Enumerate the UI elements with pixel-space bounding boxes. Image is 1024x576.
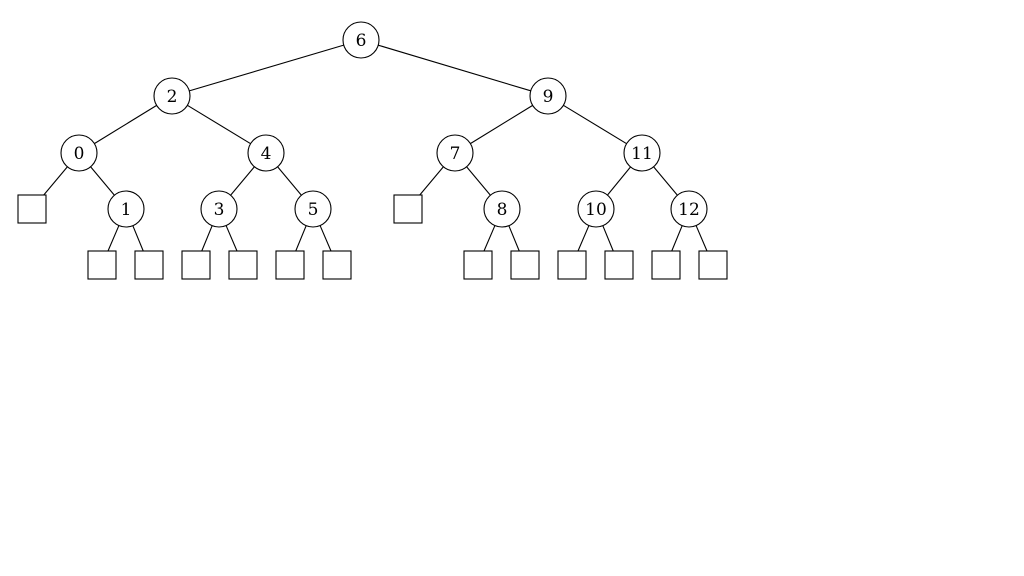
leaf-box bbox=[322, 250, 352, 280]
tree-edge-n2-n4 bbox=[187, 104, 251, 145]
tree-edge-n11-n10 bbox=[607, 166, 631, 196]
leaf-box bbox=[275, 250, 305, 280]
node-circle bbox=[60, 134, 98, 172]
leaf-box bbox=[510, 250, 540, 280]
node-label: 9 bbox=[543, 87, 554, 107]
tree-edge-n10-l10b bbox=[602, 225, 614, 252]
node-label: 11 bbox=[631, 144, 653, 164]
tree-edge-n1-l1a bbox=[107, 225, 120, 252]
leaf-node bbox=[322, 250, 352, 280]
leaf-box bbox=[228, 250, 258, 280]
tree-node-7: 7 bbox=[436, 134, 474, 172]
node-circle bbox=[623, 134, 661, 172]
leaf-box bbox=[698, 250, 728, 280]
node-circle bbox=[107, 190, 145, 228]
tree-node-3: 3 bbox=[200, 190, 238, 228]
tree-edge-n5-l5b bbox=[319, 225, 332, 252]
leaf-box bbox=[134, 250, 164, 280]
tree-edge-n6-n9 bbox=[378, 44, 531, 92]
leaf-node bbox=[87, 250, 117, 280]
leaf-box bbox=[87, 250, 117, 280]
node-circle bbox=[153, 77, 191, 115]
node-circle bbox=[436, 134, 474, 172]
node-label: 1 bbox=[121, 200, 132, 220]
leaf-node bbox=[181, 250, 211, 280]
leaf-box bbox=[463, 250, 493, 280]
tree-node-6: 6 bbox=[342, 21, 380, 59]
node-circle bbox=[529, 77, 567, 115]
tree-edges bbox=[43, 44, 708, 252]
leaf-node bbox=[228, 250, 258, 280]
leaf-node bbox=[275, 250, 305, 280]
node-label: 10 bbox=[585, 200, 607, 220]
tree-edge-n0-l0 bbox=[43, 166, 68, 196]
tree-edge-n0-n1 bbox=[90, 166, 115, 196]
tree-edge-n5-l5a bbox=[295, 225, 307, 252]
leaf-box bbox=[604, 250, 634, 280]
tree-edge-n1-l1b bbox=[132, 225, 144, 252]
leaf-node bbox=[557, 250, 587, 280]
tree-node-11: 11 bbox=[623, 134, 661, 172]
tree-edge-n4-n3 bbox=[230, 166, 255, 196]
node-label: 7 bbox=[450, 144, 461, 164]
node-circle bbox=[247, 134, 285, 172]
tree-node-9: 9 bbox=[529, 77, 567, 115]
node-circle bbox=[577, 190, 615, 228]
tree-edge-n9-n7 bbox=[470, 104, 533, 145]
leaf-node bbox=[651, 250, 681, 280]
leaf-box bbox=[181, 250, 211, 280]
tree-node-1: 1 bbox=[107, 190, 145, 228]
tree-edge-n4-n5 bbox=[277, 166, 302, 196]
tree-node-4: 4 bbox=[247, 134, 285, 172]
leaf-node bbox=[17, 194, 47, 224]
node-circle bbox=[670, 190, 708, 228]
tree-edge-n2-n0 bbox=[94, 104, 157, 145]
tree-node-12: 12 bbox=[670, 190, 708, 228]
leaf-box bbox=[17, 194, 47, 224]
leaf-node bbox=[393, 194, 423, 224]
node-circle bbox=[200, 190, 238, 228]
leaf-box bbox=[393, 194, 423, 224]
node-label: 2 bbox=[167, 87, 178, 107]
node-circle bbox=[342, 21, 380, 59]
tree-node-2: 2 bbox=[153, 77, 191, 115]
tree-edge-n3-l3a bbox=[201, 225, 213, 252]
node-label: 4 bbox=[261, 144, 272, 164]
leaf-node bbox=[463, 250, 493, 280]
node-circle bbox=[483, 190, 521, 228]
tree-edge-n6-n2 bbox=[189, 44, 344, 92]
tree-edge-n10-l10a bbox=[577, 225, 590, 252]
node-label: 0 bbox=[74, 144, 85, 164]
leaf-box bbox=[651, 250, 681, 280]
leaf-node bbox=[510, 250, 540, 280]
tree-node-5: 5 bbox=[294, 190, 332, 228]
tree-edge-n8-l8b bbox=[508, 225, 520, 252]
tree-edge-n12-l12a bbox=[671, 225, 683, 252]
tree-edge-n9-n11 bbox=[563, 104, 627, 145]
node-circle bbox=[294, 190, 332, 228]
leaf-node bbox=[134, 250, 164, 280]
tree-edge-n3-l3b bbox=[225, 225, 238, 252]
leaf-node bbox=[698, 250, 728, 280]
tree-node-10: 10 bbox=[577, 190, 615, 228]
tree-edge-n8-l8a bbox=[483, 225, 496, 252]
tree-edge-n12-l12b bbox=[695, 225, 708, 252]
node-label: 3 bbox=[214, 200, 225, 220]
node-label: 12 bbox=[678, 200, 700, 220]
tree-edge-n7-n8 bbox=[466, 166, 491, 196]
leaf-node bbox=[604, 250, 634, 280]
tree-node-8: 8 bbox=[483, 190, 521, 228]
node-label: 6 bbox=[356, 31, 367, 51]
tree-node-0: 0 bbox=[60, 134, 98, 172]
node-label: 8 bbox=[497, 200, 508, 220]
tree-edge-n11-n12 bbox=[653, 166, 678, 196]
tree-edge-n7-l7 bbox=[419, 166, 444, 196]
leaf-box bbox=[557, 250, 587, 280]
node-label: 5 bbox=[308, 200, 319, 220]
